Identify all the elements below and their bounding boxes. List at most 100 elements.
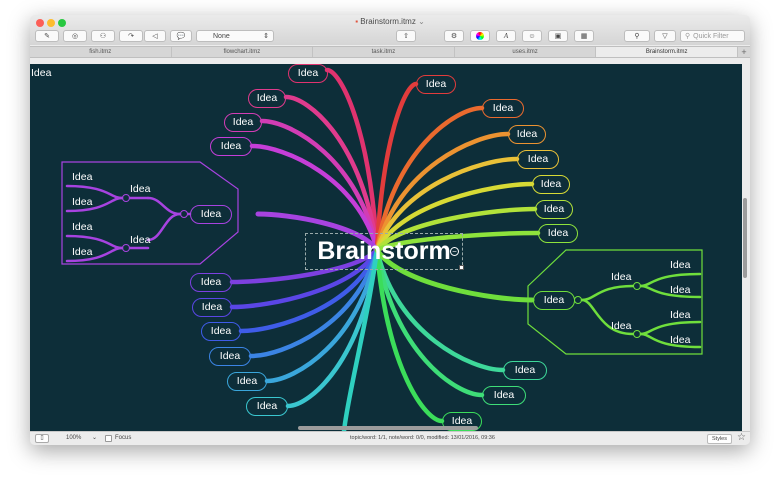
idea-leaf[interactable]: Idea — [670, 334, 691, 346]
idea-node[interactable]: Idea — [246, 397, 288, 416]
idea-node[interactable]: Idea — [224, 113, 262, 132]
zoom-level[interactable]: 100% — [66, 435, 82, 441]
callout-icon: 💬 — [176, 33, 186, 40]
table-button[interactable]: ▦ — [574, 30, 594, 42]
search-button[interactable]: ⚲ — [624, 30, 650, 42]
add-tab-button[interactable]: + — [741, 47, 747, 57]
idea-node[interactable]: Idea — [517, 150, 559, 169]
idea-node[interactable]: Idea — [503, 361, 547, 380]
share-icon: ⇧ — [403, 33, 409, 40]
idea-node[interactable]: Idea — [201, 322, 241, 341]
branch-lines — [61, 67, 703, 431]
collapse-dot[interactable] — [633, 282, 641, 290]
sidebar-icon: ▯ — [40, 435, 44, 441]
idea-node[interactable]: Idea — [288, 64, 328, 83]
idea-node[interactable]: Idea — [482, 386, 526, 405]
format-button[interactable]: ⚙ — [444, 30, 464, 42]
idea-node[interactable]: Idea — [482, 99, 524, 118]
add-topic-button[interactable]: ✎ — [35, 30, 59, 42]
add-floating-button[interactable]: ⚇ — [91, 30, 115, 42]
window-title: ▪ Brainstorm.itmz ⌄ — [30, 17, 750, 26]
idea-node[interactable]: Idea — [538, 224, 578, 243]
minimize-button[interactable] — [47, 19, 55, 27]
color-button[interactable] — [470, 30, 490, 42]
filter-button[interactable]: ▽ — [654, 30, 676, 42]
idea-subtopic[interactable]: Idea — [130, 234, 151, 246]
close-button[interactable] — [36, 19, 44, 27]
branch-line — [249, 143, 380, 253]
zoom-chevron-icon[interactable]: ⌄ — [92, 435, 98, 441]
horizontal-scrollbar[interactable] — [298, 426, 478, 430]
idea-node-right-cluster[interactable]: Idea — [533, 291, 575, 310]
style-select[interactable]: None ⇕ — [196, 30, 274, 42]
collapse-dot[interactable] — [122, 244, 130, 252]
vertical-scrollbar[interactable] — [743, 198, 747, 278]
idea-node[interactable]: Idea — [248, 89, 286, 108]
image-button[interactable]: ▣ — [548, 30, 568, 42]
chevron-down-icon[interactable]: ⌄ — [418, 17, 425, 26]
resize-handle[interactable] — [459, 265, 464, 270]
tab-flowchart[interactable]: flowchart.itmz — [172, 47, 314, 57]
spacer[interactable]: Idea — [31, 67, 52, 79]
emoji-icon: ☺ — [528, 32, 536, 40]
collapse-dot[interactable] — [180, 210, 188, 218]
quick-filter-field[interactable]: ⚲ Quick Filter — [680, 30, 745, 42]
styles-button[interactable]: Styles — [707, 434, 732, 444]
font-icon: A — [503, 32, 509, 40]
collapse-dot[interactable] — [122, 194, 130, 202]
branch-line — [639, 332, 702, 349]
idea-node[interactable]: Idea — [508, 125, 546, 144]
add-subtopic-button[interactable]: ◎ — [63, 30, 87, 42]
idea-node[interactable]: Idea — [192, 298, 232, 317]
branch-line — [248, 247, 380, 359]
focus-checkbox[interactable] — [105, 435, 112, 442]
branch-line — [324, 67, 380, 253]
star-icon[interactable]: ☆ — [737, 432, 746, 443]
idea-node[interactable]: Idea — [442, 412, 482, 431]
font-button[interactable]: A — [496, 30, 516, 42]
idea-leaf[interactable]: Idea — [72, 171, 93, 183]
idea-leaf[interactable]: Idea — [72, 221, 93, 233]
idea-leaf[interactable]: Idea — [72, 246, 93, 258]
idea-node[interactable]: Idea — [209, 347, 251, 366]
callout-button[interactable]: 💬 — [170, 30, 192, 42]
document-icon: ▪ — [355, 17, 359, 26]
collapse-dot[interactable] — [574, 296, 582, 304]
zoom-button[interactable] — [58, 19, 66, 27]
tab-bar: fish.itmz flowchart.itmz task.itmz uses.… — [30, 46, 750, 58]
share-button[interactable]: ⇧ — [396, 30, 416, 42]
collapse-icon[interactable]: − — [450, 247, 459, 256]
collapse-dot[interactable] — [633, 330, 641, 338]
idea-node[interactable]: Idea — [535, 200, 573, 219]
tab-uses[interactable]: uses.itmz — [455, 47, 597, 57]
image-icon: ▣ — [554, 33, 562, 40]
idea-leaf[interactable]: Idea — [670, 309, 691, 321]
tag-button[interactable]: ◁ — [144, 30, 166, 42]
idea-leaf[interactable]: Idea — [72, 196, 93, 208]
branch-line — [229, 247, 380, 310]
relationship-icon: ↷ — [128, 33, 134, 40]
idea-leaf[interactable]: Idea — [670, 284, 691, 296]
tab-brainstorm[interactable]: Brainstorm.itmz — [596, 47, 738, 57]
window-title-text: Brainstorm.itmz — [360, 17, 416, 26]
idea-node[interactable]: Idea — [190, 273, 232, 292]
idea-node[interactable]: Idea — [532, 175, 570, 194]
subtopic-icon: ◎ — [71, 33, 79, 40]
idea-leaf[interactable]: Idea — [670, 259, 691, 271]
idea-node-left-cluster[interactable]: Idea — [190, 205, 232, 224]
emoji-button[interactable]: ☺ — [522, 30, 542, 42]
central-topic[interactable]: Brainstorm — [305, 233, 463, 270]
idea-node[interactable]: Idea — [416, 75, 456, 94]
branch-line — [229, 247, 380, 285]
idea-node[interactable]: Idea — [227, 372, 267, 391]
idea-subtopic[interactable]: Idea — [130, 183, 151, 195]
tab-task[interactable]: task.itmz — [313, 47, 455, 57]
tab-fish[interactable]: fish.itmz — [30, 47, 172, 57]
idea-subtopic[interactable]: Idea — [611, 320, 632, 332]
branch-line — [374, 247, 535, 303]
relationship-button[interactable]: ↷ — [119, 30, 143, 42]
view-toggle-button[interactable]: ▯ — [35, 434, 49, 443]
idea-subtopic[interactable]: Idea — [611, 271, 632, 283]
idea-node[interactable]: Idea — [210, 137, 252, 156]
